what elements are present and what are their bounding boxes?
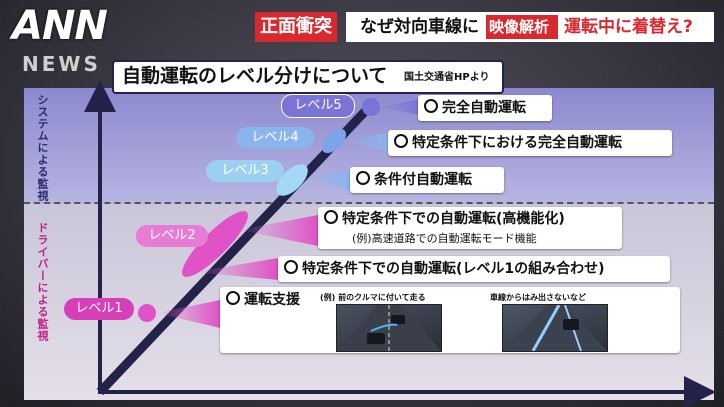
level1-pointer [157, 300, 220, 328]
circle-bullet-icon [284, 260, 298, 274]
level4-description-box [388, 130, 672, 156]
circle-bullet-icon [394, 134, 408, 148]
level5-marker [362, 98, 380, 116]
headline-highlight-box [486, 15, 558, 39]
level2a-example: (例)高速道路での自動運転モード機能 [352, 232, 537, 245]
example-photo-lane [502, 304, 608, 352]
level4-pointer [345, 132, 390, 152]
level2a-description-box [318, 207, 622, 249]
level3-description: 条件付自動運転 [356, 170, 472, 190]
level1-description: 運転支援 [226, 290, 300, 310]
level3-blob [276, 164, 308, 196]
circle-bullet-icon [356, 171, 370, 185]
example-caption-lane: 車線からはみ出さないなど [490, 293, 586, 302]
diagram-title: 自動運転のレベル分けについて [122, 65, 388, 87]
level2-blob [182, 211, 248, 277]
level2a-pointer [240, 215, 318, 246]
example-caption-follow: (例) 前のクルマに付いて走る [320, 293, 426, 302]
level2b-description: 特定条件下での自動運転(レベル1の組み合わせ) [284, 259, 605, 279]
zone-divider [24, 202, 714, 204]
circle-bullet-icon [424, 99, 438, 113]
example-photo-follow [336, 304, 442, 352]
side-label-driver: ドライバーによる監視 [36, 222, 49, 342]
side-label-system: システムによる監視 [36, 94, 49, 202]
level5-pill: レベル5 [281, 94, 355, 118]
level3-pill: レベル3 [206, 160, 284, 182]
headline-text-highlight: 映像解析 [489, 18, 550, 36]
level2b-pointer [195, 258, 278, 280]
level4-blob [321, 128, 347, 154]
headline-tag: 正面衝突 [255, 12, 337, 42]
level5-description: 完全自動運転 [424, 98, 526, 118]
headline-text-a: なぜ対向車線に [360, 17, 479, 37]
circle-bullet-icon [226, 291, 240, 305]
level2-pill: レベル2 [136, 225, 208, 247]
level2b-description-box [278, 256, 670, 282]
level3-description-box [350, 167, 504, 193]
broadcaster-logo-sub: NEWS [22, 52, 101, 76]
broadcaster-logo: ANN [12, 3, 108, 49]
level4-description: 特定条件下における完全自動運転 [394, 133, 622, 153]
level4-pill: レベル4 [236, 127, 314, 149]
level1-marker [138, 304, 156, 322]
diagram-title-box [112, 60, 504, 94]
level5-pointer [380, 99, 420, 115]
diagram-source: 国土交通省HPより [404, 72, 490, 83]
level1-pill: レベル1 [64, 298, 134, 320]
level5-description-box [418, 95, 552, 121]
headline-text-c: 運転中に着替え? [564, 17, 693, 37]
level2a-description: 特定条件下での自動運転(高機能化) [324, 209, 565, 229]
level3-pointer [305, 170, 350, 190]
circle-bullet-icon [324, 210, 338, 224]
